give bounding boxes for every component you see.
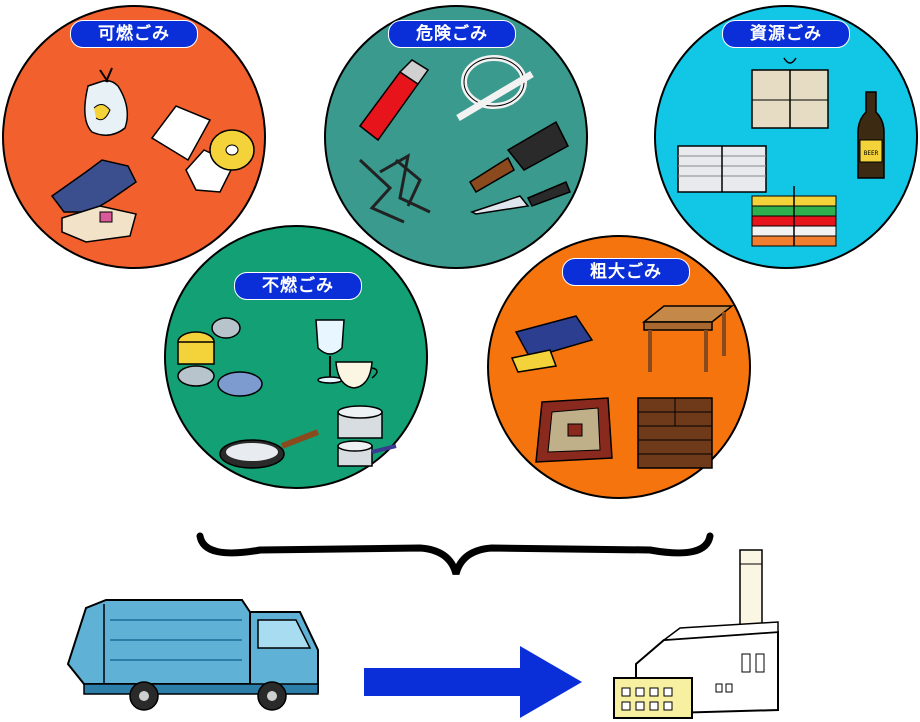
newspaper-bundle-icon: [677, 145, 767, 193]
rug-icon: [535, 397, 613, 463]
clothes-icon: [50, 159, 137, 243]
bulky-label: 粗大ごみ: [562, 258, 690, 286]
recyclable-circle: [654, 5, 918, 269]
hazardous-label: 危険ごみ: [388, 20, 516, 48]
recyclable-label: 資源ごみ: [722, 20, 850, 48]
wine-glass-icon: [315, 319, 345, 384]
curly-brace: [196, 532, 714, 576]
magazine-bundle-icon: [751, 186, 837, 247]
frying-pan-icon: [219, 429, 320, 469]
wire-icon: [358, 153, 431, 224]
chest-of-drawers-icon: [637, 397, 713, 469]
nonburnable-label: 不燃ごみ: [234, 272, 362, 300]
lighter-icon: [358, 59, 430, 142]
transport-arrow: [364, 646, 582, 718]
table-icon: [641, 305, 735, 372]
garbage-truck-icon: [66, 599, 319, 711]
cans-icon: [177, 317, 263, 397]
garbage-bag-icon: [84, 67, 129, 136]
beer-bottle-label: BEER: [864, 150, 879, 157]
knife-icon: [470, 181, 571, 215]
teacup-icon: [335, 361, 378, 389]
cleaver-icon: [468, 120, 569, 194]
fluorescent-tube-icon: [456, 55, 534, 122]
incineration-plant-icon: [613, 549, 779, 719]
burnable-label: 可燃ごみ: [70, 20, 198, 48]
pots-icon: [337, 405, 397, 467]
beer-bottle-icon: BEER: [857, 91, 885, 179]
cardboard-bundle-icon: [751, 57, 829, 129]
cd-icon: [209, 129, 255, 171]
futon-icon: [510, 315, 594, 373]
